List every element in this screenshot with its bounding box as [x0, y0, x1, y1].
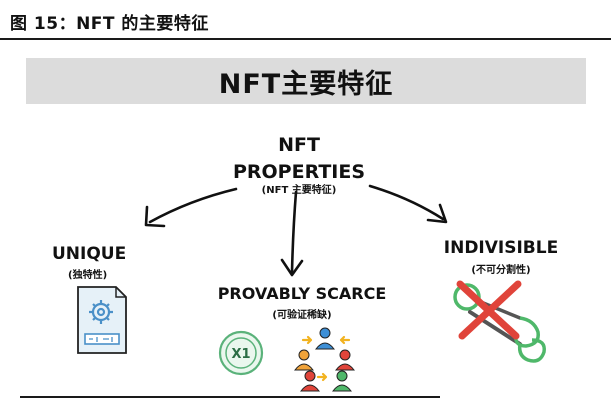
root-label-line2: PROPERTIES [232, 161, 366, 183]
arrow-to-unique [144, 187, 238, 228]
document-gear-icon [77, 286, 127, 354]
root-node-label: NFT PROPERTIES [229, 132, 369, 186]
bottom-rule [20, 396, 440, 398]
indivisible-label: INDIVISIBLE [443, 238, 559, 258]
people-exchange-icon [293, 327, 356, 392]
crossed-scissors-icon [453, 280, 546, 363]
unique-label: UNIQUE [52, 244, 127, 264]
root-node-sub: (NFT 主要特征) [261, 185, 337, 196]
unique-sub: (独特性) [68, 270, 108, 281]
banner: NFT主要特征 [26, 58, 586, 104]
banner-title: NFT主要特征 [218, 68, 394, 100]
token-text: X1 [231, 347, 250, 362]
indivisible-sub: (不可分割性) [471, 265, 531, 276]
top-rule [0, 38, 611, 40]
figure-title: 图 15：NFT 的主要特征 [10, 14, 209, 34]
arrow-to-provably-scarce [280, 190, 304, 277]
root-label-line1: NFT [278, 134, 320, 156]
arrow-to-indivisible [368, 184, 448, 224]
token-icon: X1 [218, 330, 264, 376]
provably-scarce-sub: (可验证稀缺) [272, 310, 332, 321]
provably-scarce-label: PROVABLY SCARCE [217, 284, 387, 303]
